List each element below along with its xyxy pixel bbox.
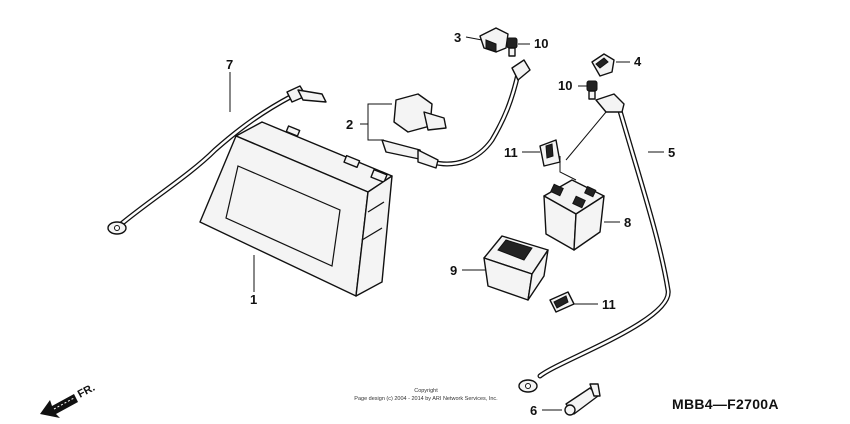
callout-8: 8 [624,215,631,230]
bolt-lower[interactable] [586,80,598,100]
terminal-boot[interactable] [564,383,601,416]
callout-11-upper: 11 [504,145,518,160]
leader-lines [229,36,664,411]
callout-7: 7 [226,57,233,72]
negative-cable[interactable] [107,85,327,235]
callout-10-lower: 10 [558,78,572,93]
callout-1: 1 [250,292,257,307]
diagram-code: MBB4—F2700A [672,396,779,412]
callout-9: 9 [450,263,457,278]
callout-11-lower: 11 [602,297,616,312]
starter-relay[interactable] [543,179,605,251]
callout-3: 3 [454,30,461,45]
callout-4: 4 [634,54,642,69]
fuse-lower[interactable] [549,291,575,313]
starter-cable[interactable] [518,93,671,393]
fuse-upper[interactable] [539,139,561,167]
terminal-cover[interactable] [479,27,509,53]
positive-cable[interactable] [381,59,531,169]
direction-label: FR. [76,382,97,401]
battery[interactable] [199,121,393,297]
callout-2: 2 [346,117,353,132]
terminal-cap[interactable] [591,53,615,77]
callout-6: 6 [530,403,537,418]
callout-10-upper: 10 [534,36,548,51]
bolt-upper[interactable] [506,37,518,57]
callout-5: 5 [668,145,675,160]
relay-cover[interactable] [483,235,549,301]
copyright-line-1: Copyright [414,388,438,394]
copyright-line-2: Page design (c) 2004 - 2014 by ARI Netwo… [354,396,498,402]
front-direction-arrow-icon [40,394,78,418]
